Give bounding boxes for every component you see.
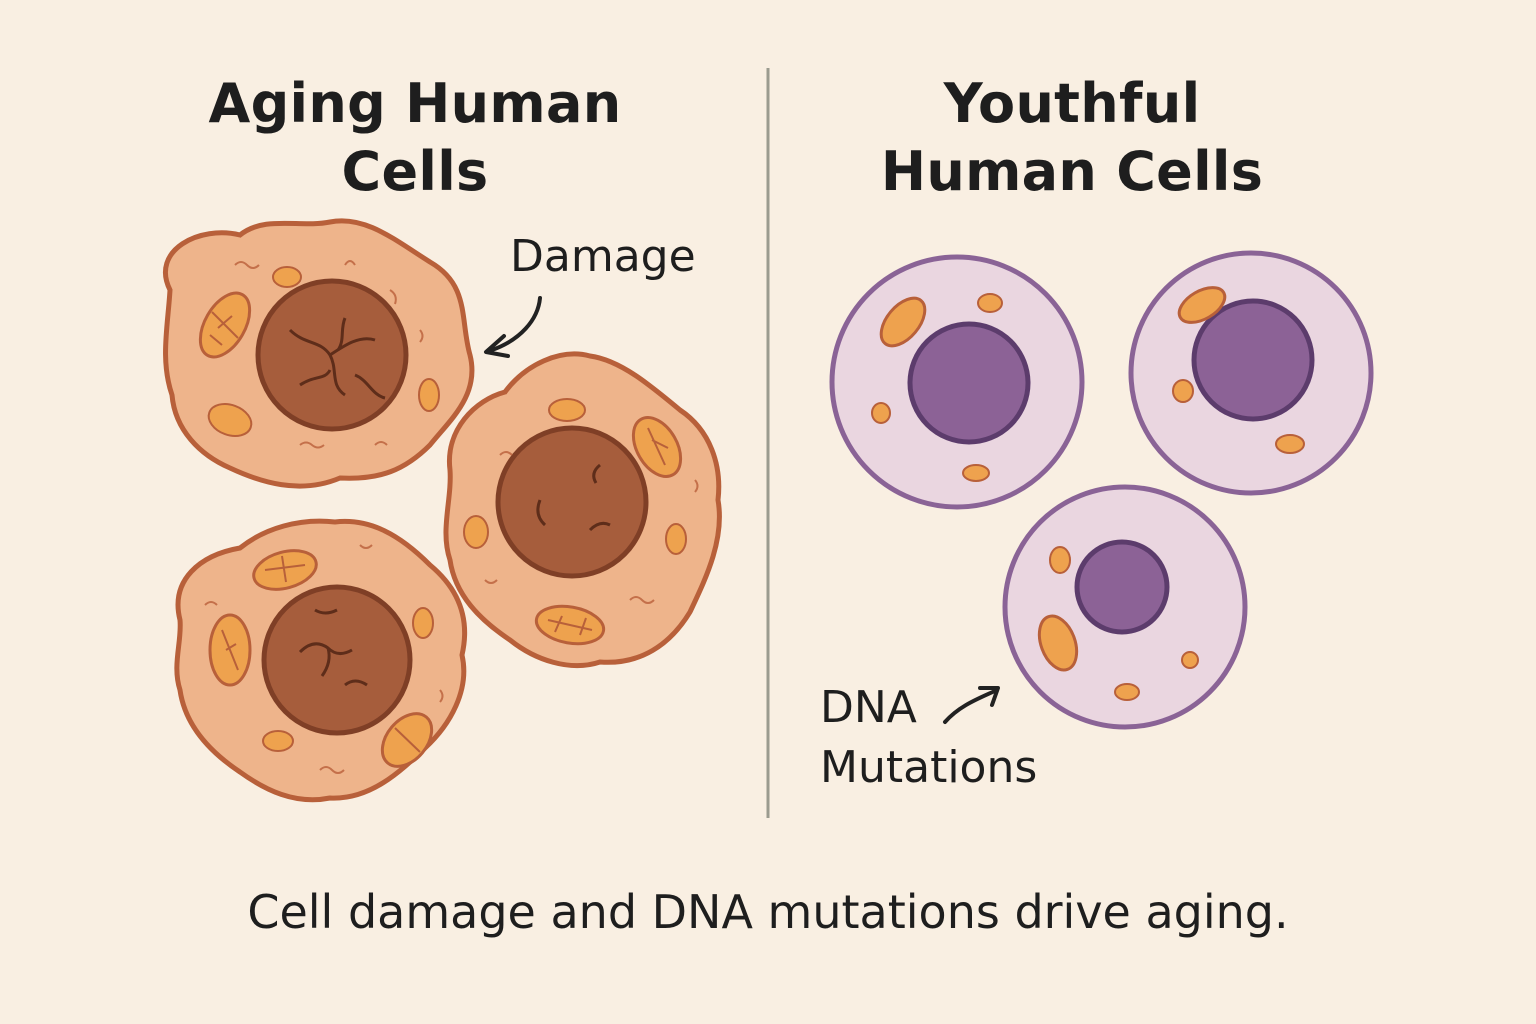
aging-cells-title: Aging Human Cells [165,70,665,206]
caption: Cell damage and DNA mutations drive agin… [247,885,1289,939]
mitochondrion [412,607,434,639]
mitochondrion [272,266,302,288]
mitochondrion [1049,546,1071,574]
mitochondrion [1172,379,1194,403]
nucleus-cracks [288,317,386,400]
youthful-nucleus [1191,298,1315,422]
mitochondrion [1177,286,1227,324]
aging-cell [443,351,722,669]
youthful-title-line-2: Human Cells [880,140,1264,203]
dna-mutations-label: DNA Mutations [820,678,1037,798]
youthful-title-line-1: Youthful [943,72,1201,135]
damage-arrow [490,296,542,352]
youthful-nucleus [1074,539,1170,635]
mitochondrion [962,464,990,482]
youthful-cell [1128,250,1374,496]
mitochondrion [207,403,253,437]
mitochondrion [418,378,440,412]
aging-title-line-2: Cells [341,140,489,203]
dna-mutations-arrow [943,688,999,724]
youthful-cell [829,254,1085,510]
mitochondrion [665,523,687,555]
mitochondrion [548,398,586,422]
mitochondrion [463,515,489,549]
mitochondrion [1114,683,1140,701]
dna-label-line-1: DNA [820,682,917,733]
youthful-cells-title: Youthful Human Cells [822,70,1322,206]
mitochondrion [879,296,927,348]
dna-label-line-2: Mutations [820,742,1038,793]
mitochondrion [871,402,891,424]
mitochondrion [1037,614,1079,672]
damage-label: Damage [510,231,696,282]
aging-cell [162,218,475,489]
aging-nucleus [261,584,413,736]
mitochondrion [262,730,294,752]
aging-cell [174,518,468,803]
youthful-nucleus [907,321,1031,445]
aging-nucleus [495,425,649,579]
mitochondrion [977,293,1003,313]
aging-title-line-1: Aging Human [208,72,622,135]
mitochondrion [1275,434,1305,454]
mitochondrion [1181,651,1199,669]
youthful-cell [1002,484,1248,730]
